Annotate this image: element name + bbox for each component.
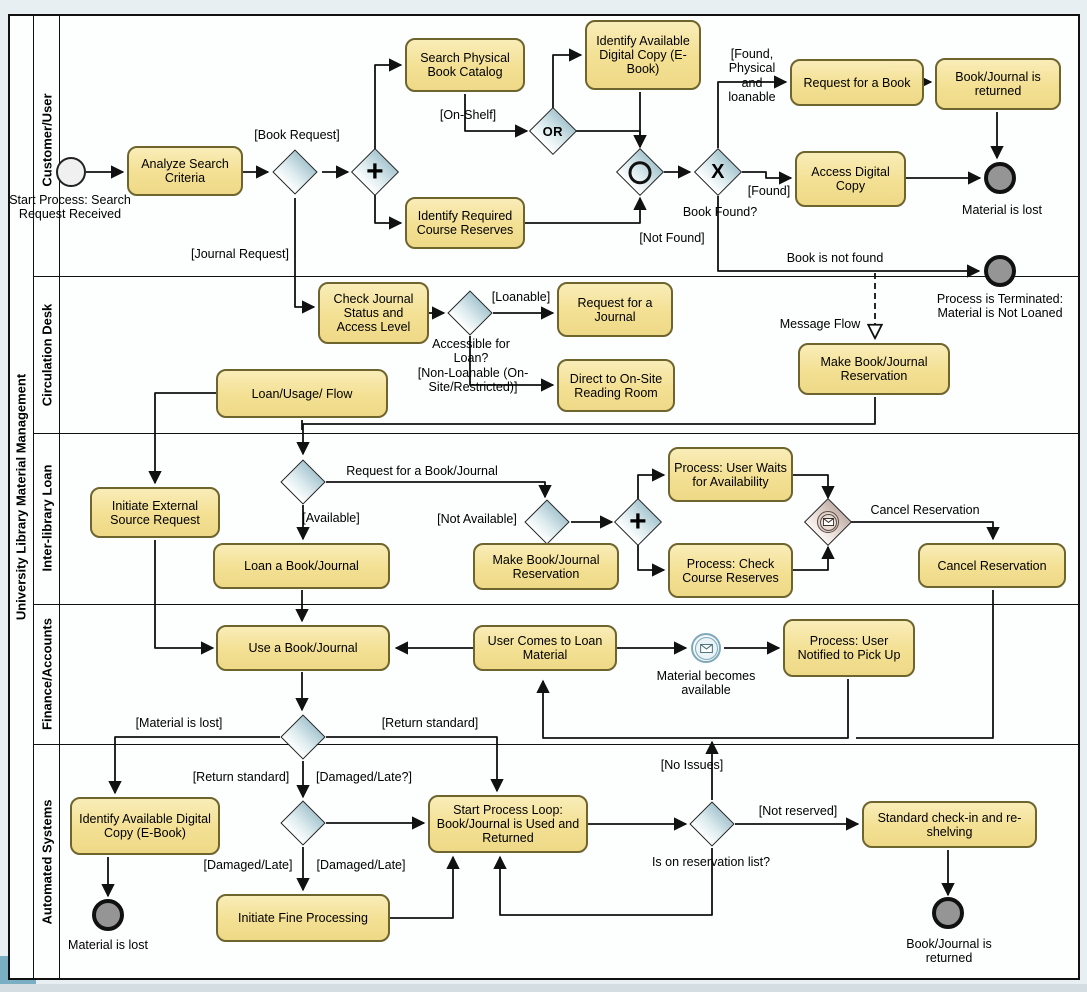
- label-material-becomes-available: Material becomes available: [656, 669, 756, 698]
- gateway-event-based: [803, 497, 853, 547]
- end-event-material-lost-top: [984, 162, 1016, 194]
- task-initiate-fine-processing: Initiate Fine Processing: [216, 894, 390, 942]
- label-journal-request: [Journal Request]: [191, 247, 289, 261]
- task-make-reservation-circulation: Make Book/Journal Reservation: [798, 343, 950, 395]
- message-icon: [699, 643, 713, 653]
- label-damaged-late-left: [Damaged/Late]: [203, 858, 293, 872]
- label-start-event: Start Process: Search Request Received: [9, 193, 131, 222]
- lane-label-column: [34, 14, 60, 276]
- label-found-physical-loanable: [Found, Physical and loanable: [728, 47, 776, 105]
- label-not-reserved: [Not reserved]: [758, 804, 838, 818]
- task-process-user-notified: Process: User Notified to Pick Up: [783, 619, 915, 677]
- task-standard-checkin: Standard check-in and re-shelving: [862, 801, 1037, 848]
- event-gateway-circle: [817, 511, 839, 533]
- task-direct-to-onsite-reading-room: Direct to On-Site Reading Room: [557, 359, 675, 412]
- lane-label-column: [34, 433, 60, 604]
- task-identify-ebook-top: Identify Available Digital Copy (E-Book): [585, 20, 701, 90]
- label-material-lost-top: Material is lost: [962, 203, 1042, 217]
- label-book-request: [Book Request]: [254, 128, 340, 142]
- label-cancel-reservation-flow: Cancel Reservation: [870, 503, 980, 517]
- task-analyze-search-criteria: Analyze Search Criteria: [127, 146, 243, 196]
- end-event-terminated: [984, 255, 1016, 287]
- label-request-book-journal: Request for a Book/Journal: [346, 464, 498, 478]
- label-no-issues: [No Issues]: [660, 758, 724, 772]
- message-event: [691, 633, 721, 663]
- label-accessible-for-loan: Accessible for Loan?: [432, 337, 510, 366]
- message-icon: [822, 518, 834, 526]
- label-book-found-question: Book Found?: [682, 205, 758, 219]
- task-loan-a-book-journal: Loan a Book/Journal: [213, 543, 390, 589]
- label-is-on-reservation-list: Is on reservation list?: [651, 855, 771, 869]
- task-use-a-book-journal: Use a Book/Journal: [216, 625, 390, 671]
- task-request-for-a-book: Request for a Book: [790, 59, 924, 106]
- task-process-check-course-reserves: Process: Check Course Reserves: [668, 543, 793, 598]
- task-initiate-external-source: Initiate External Source Request: [90, 487, 220, 538]
- label-available: [Available]: [302, 511, 360, 525]
- end-event-returned: [932, 897, 964, 929]
- task-cancel-reservation: Cancel Reservation: [918, 543, 1066, 588]
- label-material-lost-bottom: Material is lost: [68, 938, 148, 952]
- start-event: [56, 157, 86, 187]
- lane-label-automated-systems: Automated Systems: [39, 799, 55, 925]
- task-search-physical-catalog: Search Physical Book Catalog: [405, 38, 525, 92]
- task-access-digital-copy: Access Digital Copy: [795, 151, 906, 207]
- task-identify-ebook-bottom: Identify Available Digital Copy (E-Book): [70, 797, 220, 855]
- plus-icon: +: [366, 155, 384, 188]
- label-not-available: [Not Available]: [437, 512, 517, 526]
- label-non-loanable: [Non-Loanable (On-Site/Restricted)]: [417, 366, 529, 395]
- label-return-standard-2: [Return standard]: [192, 770, 290, 784]
- lane-label-column: [34, 276, 60, 433]
- label-on-shelf: [On-Shelf]: [439, 108, 497, 122]
- lane-label-inter-library-loan: Inter-library Loan: [39, 464, 55, 572]
- lane-label-finance-accounts: Finance/Accounts: [39, 618, 55, 730]
- lane-circulation-desk: [34, 276, 1080, 433]
- label-return-standard: [Return standard]: [381, 716, 479, 730]
- label-found: [Found]: [747, 184, 791, 198]
- task-make-reservation-ill: Make Book/Journal Reservation: [473, 543, 619, 590]
- lane-label-column: [34, 604, 60, 744]
- message-event-inner: [694, 636, 718, 660]
- pool-label-column: [8, 14, 34, 980]
- label-damaged-late-right: [Damaged/Late]: [316, 858, 406, 872]
- lane-label-circulation-desk: Circulation Desk: [39, 303, 55, 407]
- inclusive-ring-icon: [628, 160, 652, 184]
- task-check-journal-status: Check Journal Status and Access Level: [318, 282, 429, 344]
- label-book-is-not-found: Book is not found: [786, 251, 884, 265]
- label-loanable: [Loanable]: [491, 290, 551, 304]
- label-material-is-lost-branch: [Material is lost]: [135, 716, 223, 730]
- bottom-strip: [0, 984, 1087, 992]
- label-returned: Book/Journal is returned: [906, 937, 992, 966]
- label-message-flow: Message Flow: [779, 317, 861, 331]
- task-process-user-waits: Process: User Waits for Availability: [668, 447, 793, 502]
- task-book-journal-returned: Book/Journal is returned: [935, 58, 1061, 110]
- task-identify-course-reserves: Identify Required Course Reserves: [405, 197, 525, 249]
- task-start-process-loop: Start Process Loop: Book/Journal is Used…: [428, 795, 588, 853]
- label-terminated: Process is Terminated: Material is Not L…: [936, 292, 1064, 321]
- pool-label: University Library Material Management: [13, 373, 29, 621]
- lane-finance-accounts: [34, 604, 1080, 744]
- plus-icon: +: [629, 505, 647, 538]
- label-not-found: [Not Found]: [639, 231, 705, 245]
- lane-label-column: [34, 744, 60, 980]
- label-damaged-late-question: [Damaged/Late?]: [316, 770, 412, 784]
- lane-label-customer-user: Customer/User: [39, 93, 55, 187]
- task-loan-usage-flow: Loan/Usage/ Flow: [216, 369, 388, 418]
- end-event-material-lost-bottom: [92, 899, 124, 931]
- task-request-for-a-journal: Request for a Journal: [557, 282, 673, 337]
- lane-automated-systems: [34, 744, 1080, 980]
- task-user-comes-to-loan: User Comes to Loan Material: [473, 625, 617, 671]
